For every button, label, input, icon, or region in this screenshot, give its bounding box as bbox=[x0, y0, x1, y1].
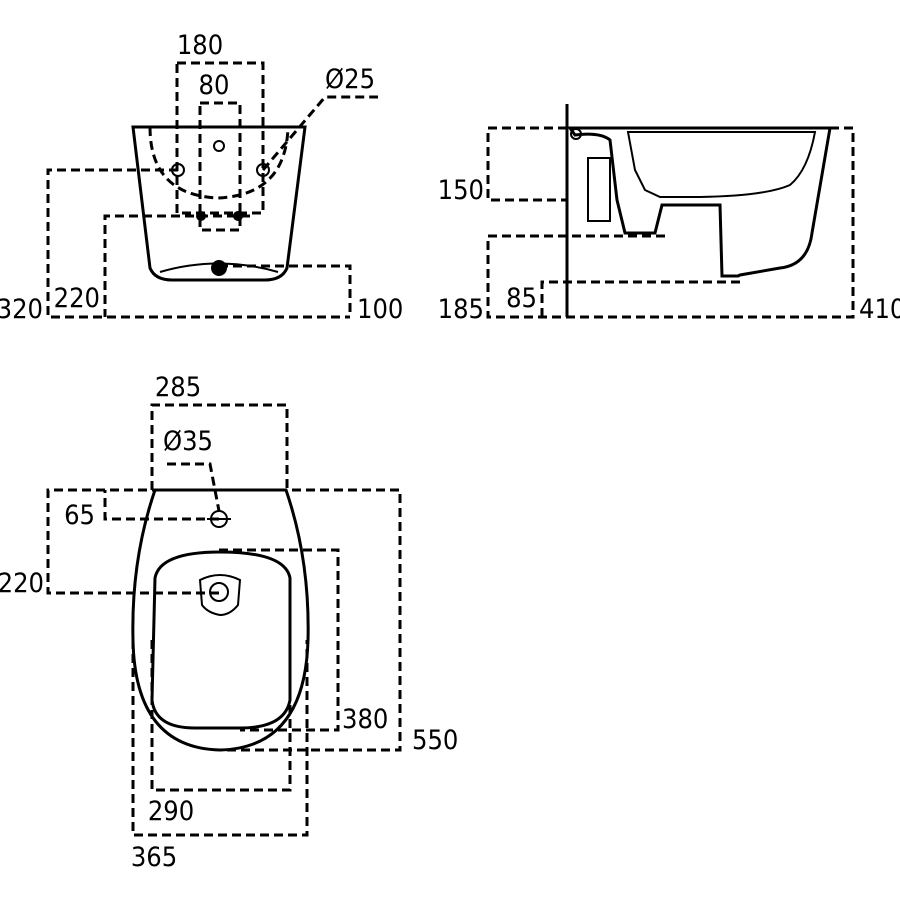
side-view-outer-profile bbox=[567, 126, 832, 278]
top-view-dim-285 bbox=[150, 403, 289, 490]
side-view-dim-185 bbox=[486, 234, 665, 319]
front-view-inner-bracket bbox=[198, 101, 242, 232]
front-view-outer-bracket bbox=[175, 61, 265, 215]
front-view-fixing-hole-right bbox=[256, 163, 270, 177]
top-view-dim-380 bbox=[219, 548, 340, 732]
front-view-center-hole bbox=[213, 140, 225, 152]
top-view-dim-65-label: 65 bbox=[64, 500, 95, 531]
top-view-dim-550-label: 550 bbox=[412, 725, 458, 756]
front-view-diameter-leader bbox=[261, 95, 378, 171]
side-view-fixing-point bbox=[570, 128, 582, 140]
top-view-outline bbox=[131, 488, 310, 752]
side-view-dim-410 bbox=[567, 126, 855, 319]
front-view-dim-100-label: 100 bbox=[357, 294, 403, 325]
top-view-waste-recess bbox=[198, 574, 242, 617]
front-view-outline bbox=[131, 125, 307, 282]
side-view-bowl-inner bbox=[626, 131, 817, 198]
side-view-dim-150-label: 150 bbox=[438, 175, 484, 206]
front-view-dim-180-label: 180 bbox=[177, 30, 223, 61]
top-view: 285 Ø35 65 220 380 550 290 365 bbox=[0, 372, 458, 873]
side-view-dim-85-label: 85 bbox=[506, 283, 537, 314]
top-view-dim-220-label: 220 bbox=[0, 568, 44, 599]
top-view-dim-290-label: 290 bbox=[148, 796, 194, 827]
front-view-dim-320-label: 320 bbox=[0, 294, 43, 325]
side-view-bracket bbox=[587, 157, 611, 222]
top-view-bowl bbox=[150, 550, 292, 730]
top-view-dim-220 bbox=[46, 488, 402, 752]
front-view-dim-320 bbox=[46, 168, 350, 319]
top-view-dim-285-label: 285 bbox=[155, 372, 201, 403]
top-view-dim-365-label: 365 bbox=[131, 842, 177, 873]
front-view-dim-220 bbox=[103, 214, 250, 317]
front-view: 180 80 Ø25 320 220 100 bbox=[0, 30, 403, 325]
side-view-dim-85 bbox=[540, 280, 740, 317]
front-view-waste-outlet bbox=[211, 260, 227, 276]
front-view-dim-100 bbox=[219, 264, 352, 317]
front-view-dim-80-label: 80 bbox=[199, 70, 230, 101]
side-view-dim-410-label: 410 bbox=[859, 294, 900, 325]
side-view-dim-185-label: 185 bbox=[438, 294, 484, 325]
top-view-diameter-35-label: Ø35 bbox=[163, 426, 213, 457]
top-view-dim-380-label: 380 bbox=[342, 704, 388, 735]
top-view-diameter-leader bbox=[167, 462, 221, 512]
front-view-diameter-25-label: Ø25 bbox=[325, 64, 375, 95]
top-view-dim-365 bbox=[131, 640, 309, 837]
top-view-dim-290 bbox=[150, 640, 292, 792]
front-view-bolt-right bbox=[233, 211, 243, 221]
side-view: 150 185 85 410 bbox=[438, 104, 900, 325]
side-view-dim-150 bbox=[486, 126, 567, 202]
front-view-bowl-rim bbox=[148, 126, 290, 200]
top-view-dim-65 bbox=[103, 490, 219, 521]
front-view-dim-220-label: 220 bbox=[54, 283, 100, 314]
